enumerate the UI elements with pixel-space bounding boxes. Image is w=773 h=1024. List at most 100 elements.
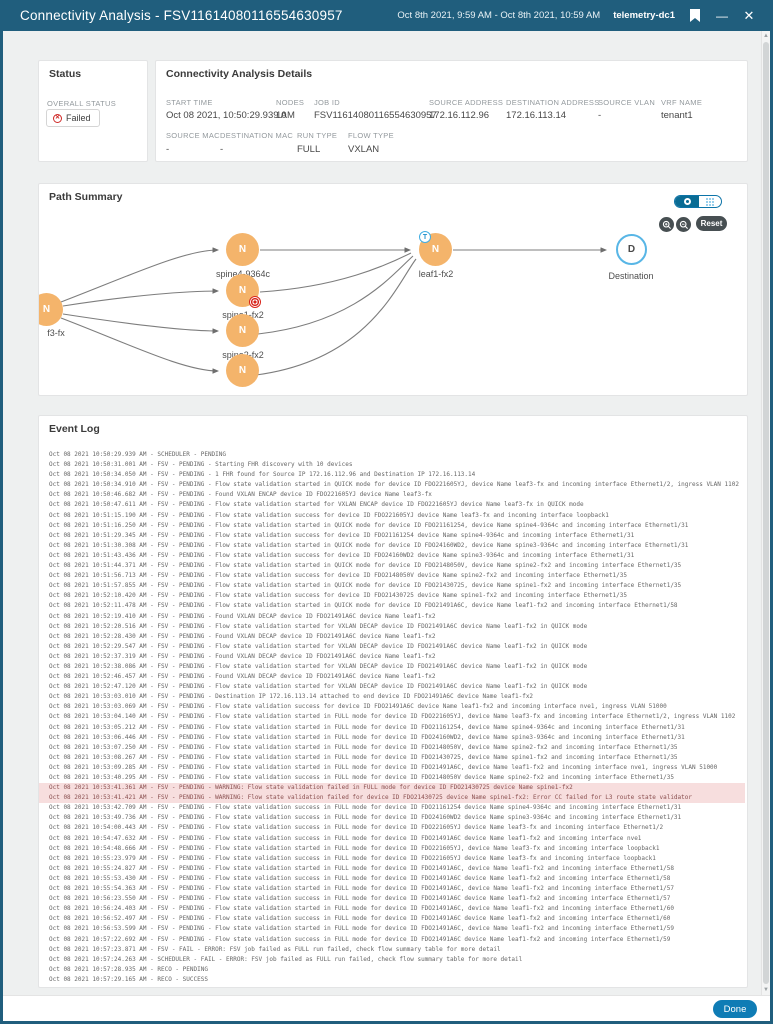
start-time-value: Oct 08 2021, 10:50:29.939 AM: [166, 110, 295, 121]
scrollbar-thumb[interactable]: [763, 42, 769, 984]
log-line: Oct 08 2021 10:51:57.855 AM - FSV - PEND…: [49, 582, 682, 590]
log-line: Oct 08 2021 10:52:20.516 AM - FSV - PEND…: [49, 622, 588, 630]
nodes-label: NODES: [276, 98, 305, 107]
log-line: Oct 08 2021 10:53:09.285 AM - FSV - PEND…: [49, 763, 718, 771]
bookmark-icon[interactable]: [688, 9, 702, 23]
event-log-card: Event Log Oct 08 2021 10:50:29.939 AM - …: [38, 415, 748, 988]
log-line: Oct 08 2021 10:52:28.430 AM - FSV - PEND…: [49, 632, 436, 640]
log-line: Oct 08 2021 10:54:48.666 AM - FSV - PEND…: [49, 844, 660, 852]
log-line: Oct 08 2021 10:56:24.403 AM - FSV - PEND…: [49, 905, 674, 913]
log-line: Oct 08 2021 10:51:16.250 AM - FSV - PEND…: [49, 521, 689, 529]
node-spine4-9364c[interactable]: N: [226, 233, 259, 266]
source-mac-value: -: [166, 144, 170, 155]
view-toggle[interactable]: [674, 195, 722, 208]
flow-type-label: FLOW TYPE: [348, 131, 394, 140]
destination-address-label: DESTINATION ADDRESS: [506, 98, 600, 107]
log-line: Oct 08 2021 10:51:30.308 AM - FSV - PEND…: [49, 541, 689, 549]
log-line: Oct 08 2021 10:56:52.497 AM - FSV - PEND…: [49, 915, 671, 923]
log-line: Oct 08 2021 10:51:43.436 AM - FSV - PEND…: [49, 551, 635, 559]
vrf-name-value: tenant1: [661, 110, 693, 121]
destination-mac-label: DESTINATION MAC: [220, 131, 294, 140]
log-line: Oct 08 2021 10:52:29.547 AM - FSV - PEND…: [49, 642, 588, 650]
log-line: Oct 08 2021 10:50:34.050 AM - FSV - PEND…: [49, 471, 476, 479]
source-vlan-label: SOURCE VLAN: [598, 98, 656, 107]
modal-footer: Done: [3, 995, 770, 1021]
log-line: Oct 08 2021 10:53:07.250 AM - FSV - PEND…: [49, 743, 678, 751]
details-card-title: Connectivity Analysis Details: [166, 68, 313, 80]
path-summary-card: Path Summary f3-fx spine4-9364c spine1: [38, 183, 748, 396]
event-log-title: Event Log: [49, 423, 100, 435]
modal-header: Connectivity Analysis - FSV1161408011655…: [3, 0, 770, 31]
log-line: Oct 08 2021 10:52:38.086 AM - FSV - PEND…: [49, 662, 588, 670]
node-label-leaf1: leaf1-fx2: [418, 269, 454, 279]
log-line: Oct 08 2021 10:57:24.263 AM - SCHEDULER …: [49, 955, 523, 963]
log-line: Oct 08 2021 10:53:42.709 AM - FSV - PEND…: [49, 804, 682, 812]
log-line: Oct 08 2021 10:57:29.165 AM - RECO - SUC…: [49, 975, 208, 983]
log-line: Oct 08 2021 10:55:54.363 AM - FSV - PEND…: [49, 885, 674, 893]
run-type-value: FULL: [297, 144, 321, 155]
log-line: Oct 08 2021 10:57:28.935 AM - RECO - PEN…: [49, 965, 208, 973]
zoom-in-button[interactable]: [659, 217, 674, 232]
log-line: Oct 08 2021 10:52:37.319 AM - FSV - PEND…: [49, 652, 436, 660]
topology-edges: [60, 247, 608, 376]
log-line: Oct 08 2021 10:50:46.682 AM - FSV - PEND…: [49, 491, 432, 499]
error-target-icon: [249, 296, 261, 308]
log-line: Oct 08 2021 10:57:23.871 AM - FSV - FAIL…: [49, 945, 501, 953]
source-vlan-value: -: [598, 110, 602, 121]
node-spine2-fx2[interactable]: N: [226, 314, 259, 347]
status-card: Status OVERALL STATUS ✕ Failed: [38, 60, 148, 162]
log-line: Oct 08 2021 10:53:06.446 AM - FSV - PEND…: [49, 733, 685, 741]
details-card: Connectivity Analysis Details START TIME…: [155, 60, 748, 162]
status-value: Failed: [66, 113, 91, 123]
log-line: Oct 08 2021 10:52:47.120 AM - FSV - PEND…: [49, 683, 588, 691]
log-line: Oct 08 2021 10:53:40.295 AM - FSV - PEND…: [49, 774, 674, 781]
destination-address-value: 172.16.113.14: [506, 110, 567, 121]
log-line: Oct 08 2021 10:53:05.212 AM - FSV - PEND…: [49, 723, 685, 731]
log-line: Oct 08 2021 10:51:44.371 AM - FSV - PEND…: [49, 562, 682, 570]
status-card-title: Status: [49, 68, 82, 80]
log-line: Oct 08 2021 10:50:34.910 AM - FSV - PEND…: [49, 481, 739, 489]
time-range: Oct 8th 2021, 9:59 AM - Oct 8th 2021, 10…: [397, 10, 601, 21]
log-line: Oct 08 2021 10:52:19.410 AM - FSV - PEND…: [49, 612, 436, 620]
log-line: Oct 08 2021 10:51:56.713 AM - FSV - PEND…: [49, 572, 627, 580]
log-line: Oct 08 2021 10:52:46.457 AM - FSV - PEND…: [49, 673, 436, 681]
minimize-icon[interactable]: —: [716, 8, 728, 23]
job-id-value: FSV11614080116554630957: [314, 110, 437, 121]
vertical-scrollbar[interactable]: ▲ ▼: [761, 31, 770, 995]
log-line: Oct 08 2021 10:53:08.267 AM - FSV - PEND…: [49, 753, 678, 761]
vrf-name-label: VRF NAME: [661, 98, 703, 107]
done-button[interactable]: Done: [713, 1000, 757, 1018]
node-destination[interactable]: D: [616, 234, 647, 265]
node-spine3[interactable]: N: [226, 354, 259, 387]
log-line: Oct 08 2021 10:53:41.421 AM - FSV - PEND…: [39, 793, 745, 804]
start-time-label: START TIME: [166, 98, 213, 107]
log-line: Oct 08 2021 10:55:24.827 AM - FSV - PEND…: [49, 864, 674, 872]
reset-button[interactable]: Reset: [696, 216, 727, 231]
log-line: Oct 08 2021 10:53:04.140 AM - FSV - PEND…: [49, 713, 736, 721]
nodes-value: 10: [276, 110, 287, 121]
failed-icon: ✕: [53, 113, 62, 123]
scroll-down-icon[interactable]: ▼: [763, 987, 769, 993]
node-label-destination: Destination: [608, 271, 654, 281]
log-line: Oct 08 2021 10:50:29.939 AM - SCHEDULER …: [49, 451, 227, 458]
log-line: Oct 08 2021 10:51:29.345 AM - FSV - PEND…: [49, 531, 635, 539]
log-line: Oct 08 2021 10:50:47.611 AM - FSV - PEND…: [49, 501, 584, 509]
log-line: Oct 08 2021 10:52:10.420 AM - FSV - PEND…: [49, 592, 627, 600]
topology-view-icon[interactable]: [675, 196, 699, 207]
leaf1-badge-icon: T: [419, 231, 431, 243]
grid-view-icon[interactable]: [699, 196, 721, 207]
job-id-label: JOB ID: [314, 98, 340, 107]
scroll-up-icon[interactable]: ▲: [763, 33, 769, 39]
close-icon[interactable]: ✕: [743, 8, 755, 23]
log-line: Oct 08 2021 10:53:03.069 AM - FSV - PEND…: [49, 703, 667, 711]
log-line: Oct 08 2021 10:57:22.692 AM - FSV - PEND…: [49, 935, 671, 943]
page-title: Connectivity Analysis - FSV1161408011655…: [20, 8, 343, 23]
log-line: Oct 08 2021 10:52:11.478 AM - FSV - PEND…: [49, 602, 678, 610]
run-type-label: RUN TYPE: [297, 131, 338, 140]
zoom-out-button[interactable]: [676, 217, 691, 232]
log-line: Oct 08 2021 10:51:15.190 AM - FSV - PEND…: [49, 511, 609, 519]
log-line: Oct 08 2021 10:56:23.550 AM - FSV - PEND…: [49, 895, 671, 903]
log-line: Oct 08 2021 10:53:03.010 AM - FSV - PEND…: [49, 693, 534, 701]
log-line: Oct 08 2021 10:54:47.632 AM - FSV - PEND…: [49, 834, 642, 842]
